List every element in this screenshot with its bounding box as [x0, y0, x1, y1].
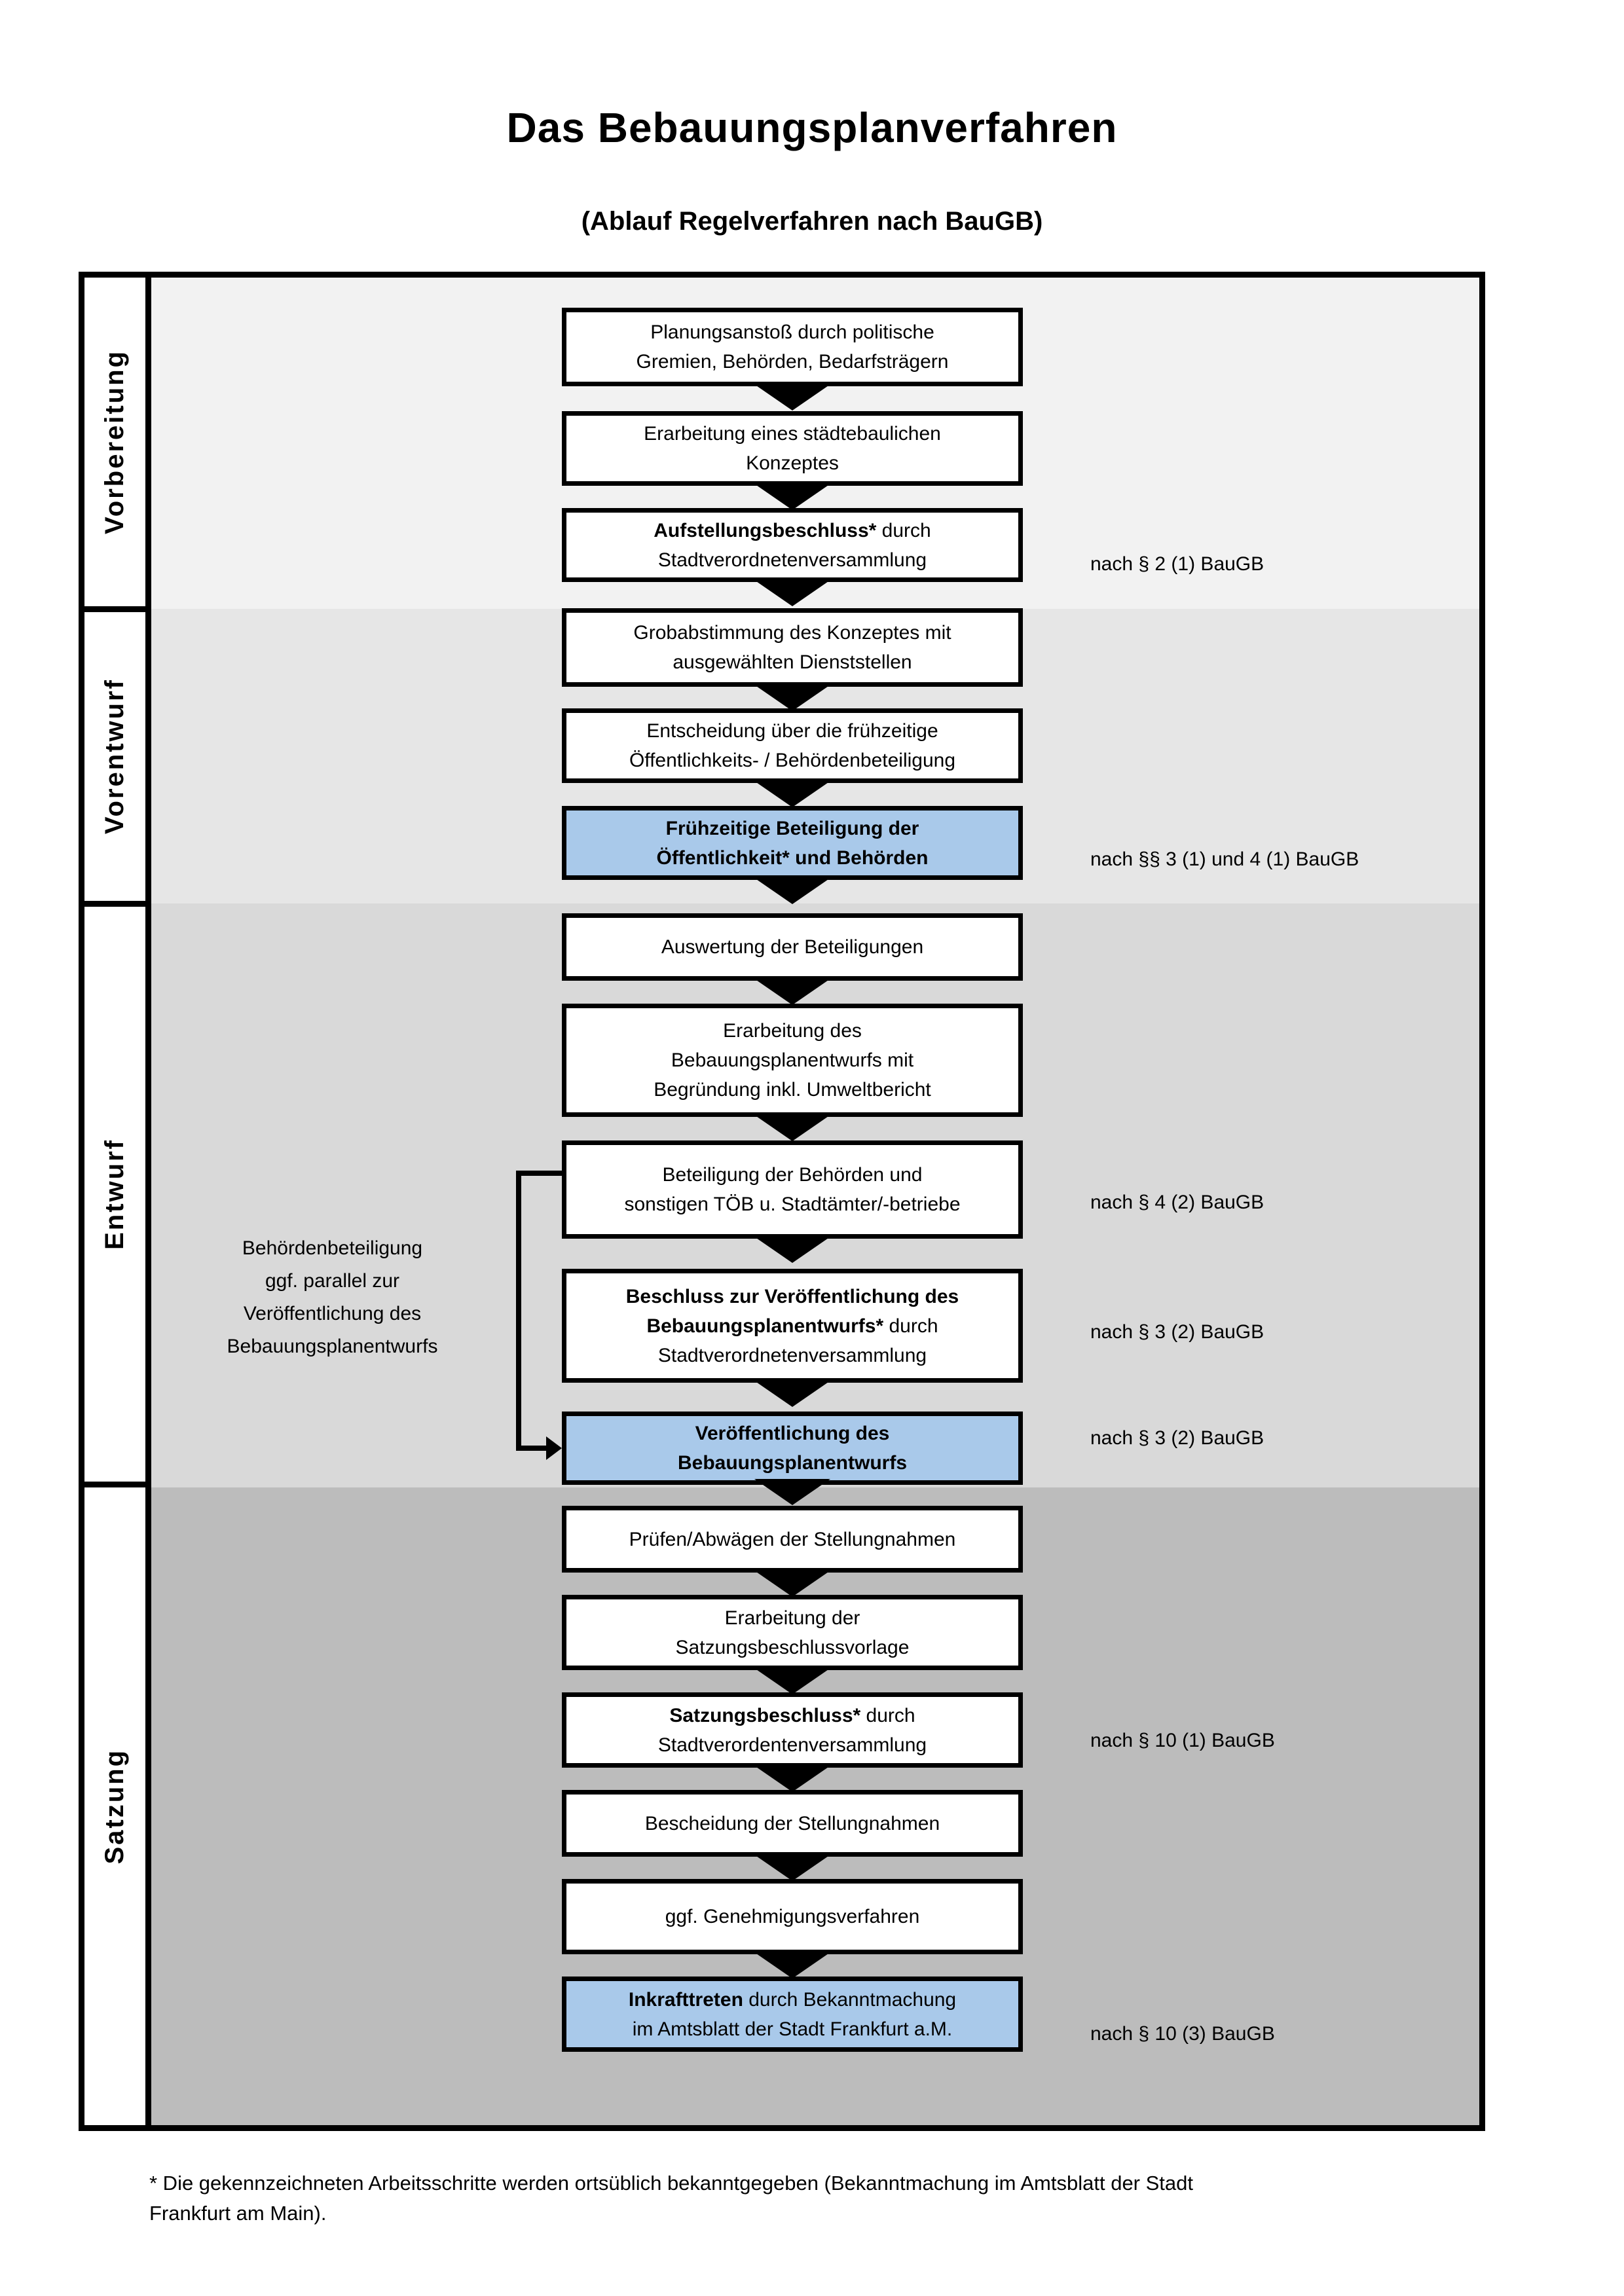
- step-entscheidung-beteiligung: Entscheidung über die frühzeitige Öffent…: [562, 708, 1023, 783]
- step-beschluss-veroeffentlichung: Beschluss zur Veröffentlichung des Bebau…: [562, 1269, 1023, 1383]
- phase-label-column: Vorbereitung Vorentwurf Entwurf Satzung: [84, 278, 151, 2125]
- step-pruefen-abwaegen: Prüfen/Abwägen der Stellungnahmen: [562, 1506, 1023, 1573]
- page-title: Das Bebauungsplanverfahren: [506, 104, 1118, 151]
- step-erarbeitung-entwurf: Erarbeitung des Bebauungsplanentwurfs mi…: [562, 1004, 1023, 1117]
- flow-arrow-down-icon: [754, 781, 830, 807]
- flow-arrow-down-icon: [754, 580, 830, 606]
- phase-cell-entwurf: Entwurf: [84, 907, 151, 1482]
- step-genehmigungsverfahren: ggf. Genehmigungsverfahren: [562, 1879, 1023, 1954]
- parallel-connector-line: [516, 1171, 521, 1448]
- phase-cell-vorentwurf: Vorentwurf: [84, 612, 151, 901]
- flow-arrow-down-icon: [754, 685, 830, 711]
- step-satzungsbeschluss: Satzungsbeschluss* durch Stadtverordente…: [562, 1692, 1023, 1768]
- step-erarbeitung-konzept: Erarbeitung eines städtebaulichen Konzep…: [562, 411, 1023, 486]
- flow-arrow-down-icon: [754, 878, 830, 904]
- diagram-frame: [79, 272, 1485, 2131]
- flow-arrow-down-icon: [754, 1766, 830, 1792]
- legal-note-par2-1: nach § 2 (1) BauGB: [1090, 553, 1264, 575]
- phase-label-vorentwurf: Vorentwurf: [100, 678, 129, 835]
- legal-note-par3-2-b: nach § 3 (2) BauGB: [1090, 1427, 1264, 1449]
- footnote: * Die gekennzeichneten Arbeitsschritte w…: [149, 2172, 1194, 2225]
- flow-arrow-down-icon: [754, 1115, 830, 1141]
- phase-cell-satzung: Satzung: [84, 1487, 151, 2125]
- flow-arrow-down-icon: [754, 384, 830, 410]
- step-behoerdenbeteiligung: Beteiligung der Behörden und sonstigen T…: [562, 1140, 1023, 1239]
- parallel-connector-line: [516, 1446, 546, 1451]
- legal-note-par4-2: nach § 4 (2) BauGB: [1090, 1192, 1264, 1213]
- step-inkrafttreten: Inkrafttreten durch Bekanntmachung im Am…: [562, 1977, 1023, 2052]
- parallel-participation-note: Behördenbeteiligung ggf. parallel zur Ve…: [227, 1237, 438, 1357]
- phase-cell-vorbereitung: Vorbereitung: [84, 278, 151, 606]
- legal-note-par10-3: nach § 10 (3) BauGB: [1090, 2023, 1275, 2045]
- flow-arrow-down-icon: [754, 484, 830, 510]
- step-grobabstimmung: Grobabstimmung des Konzeptes mit ausgewä…: [562, 608, 1023, 687]
- flow-arrow-down-icon: [754, 1571, 830, 1597]
- flow-arrow-down-icon: [754, 1855, 830, 1881]
- step-auswertung: Auswertung der Beteiligungen: [562, 913, 1023, 981]
- flow-arrow-down-icon: [754, 1479, 830, 1505]
- phase-separator: [84, 901, 151, 907]
- phase-label-vorbereitung: Vorbereitung: [100, 350, 129, 534]
- legal-note-par10-1: nach § 10 (1) BauGB: [1090, 1730, 1275, 1751]
- step-aufstellungsbeschluss: Aufstellungsbeschluss* durch Stadtverord…: [562, 508, 1023, 582]
- step-bescheidung: Bescheidung der Stellungnahmen: [562, 1790, 1023, 1857]
- flow-arrow-down-icon: [754, 1381, 830, 1407]
- parallel-connector-line: [516, 1171, 562, 1176]
- legal-note-par3-2-a: nach § 3 (2) BauGB: [1090, 1321, 1264, 1343]
- phase-label-entwurf: Entwurf: [100, 1139, 129, 1250]
- flow-arrow-down-icon: [754, 1237, 830, 1263]
- step-fruehzeitige-beteiligung: Frühzeitige Beteiligung der Öffentlichke…: [562, 806, 1023, 880]
- flow-arrow-down-icon: [754, 1952, 830, 1978]
- phase-separator: [84, 606, 151, 612]
- phase-label-satzung: Satzung: [100, 1748, 129, 1865]
- legal-note-par3-1-4-1: nach §§ 3 (1) und 4 (1) BauGB: [1090, 848, 1359, 870]
- phase-separator: [84, 1482, 151, 1487]
- step-satzungsbeschlussvorlage: Erarbeitung der Satzungsbeschlussvorlage: [562, 1595, 1023, 1670]
- flow-arrow-down-icon: [754, 1668, 830, 1694]
- flow-arrow-down-icon: [754, 979, 830, 1005]
- right-arrow-head-icon: [546, 1436, 562, 1460]
- step-planungsanstoss: Planungsanstoß durch politische Gremien,…: [562, 308, 1023, 386]
- step-veroeffentlichung-entwurf: Veröffentlichung des Bebauungsplanentwur…: [562, 1412, 1023, 1485]
- page-subtitle: (Ablauf Regelverfahren nach BauGB): [581, 207, 1043, 236]
